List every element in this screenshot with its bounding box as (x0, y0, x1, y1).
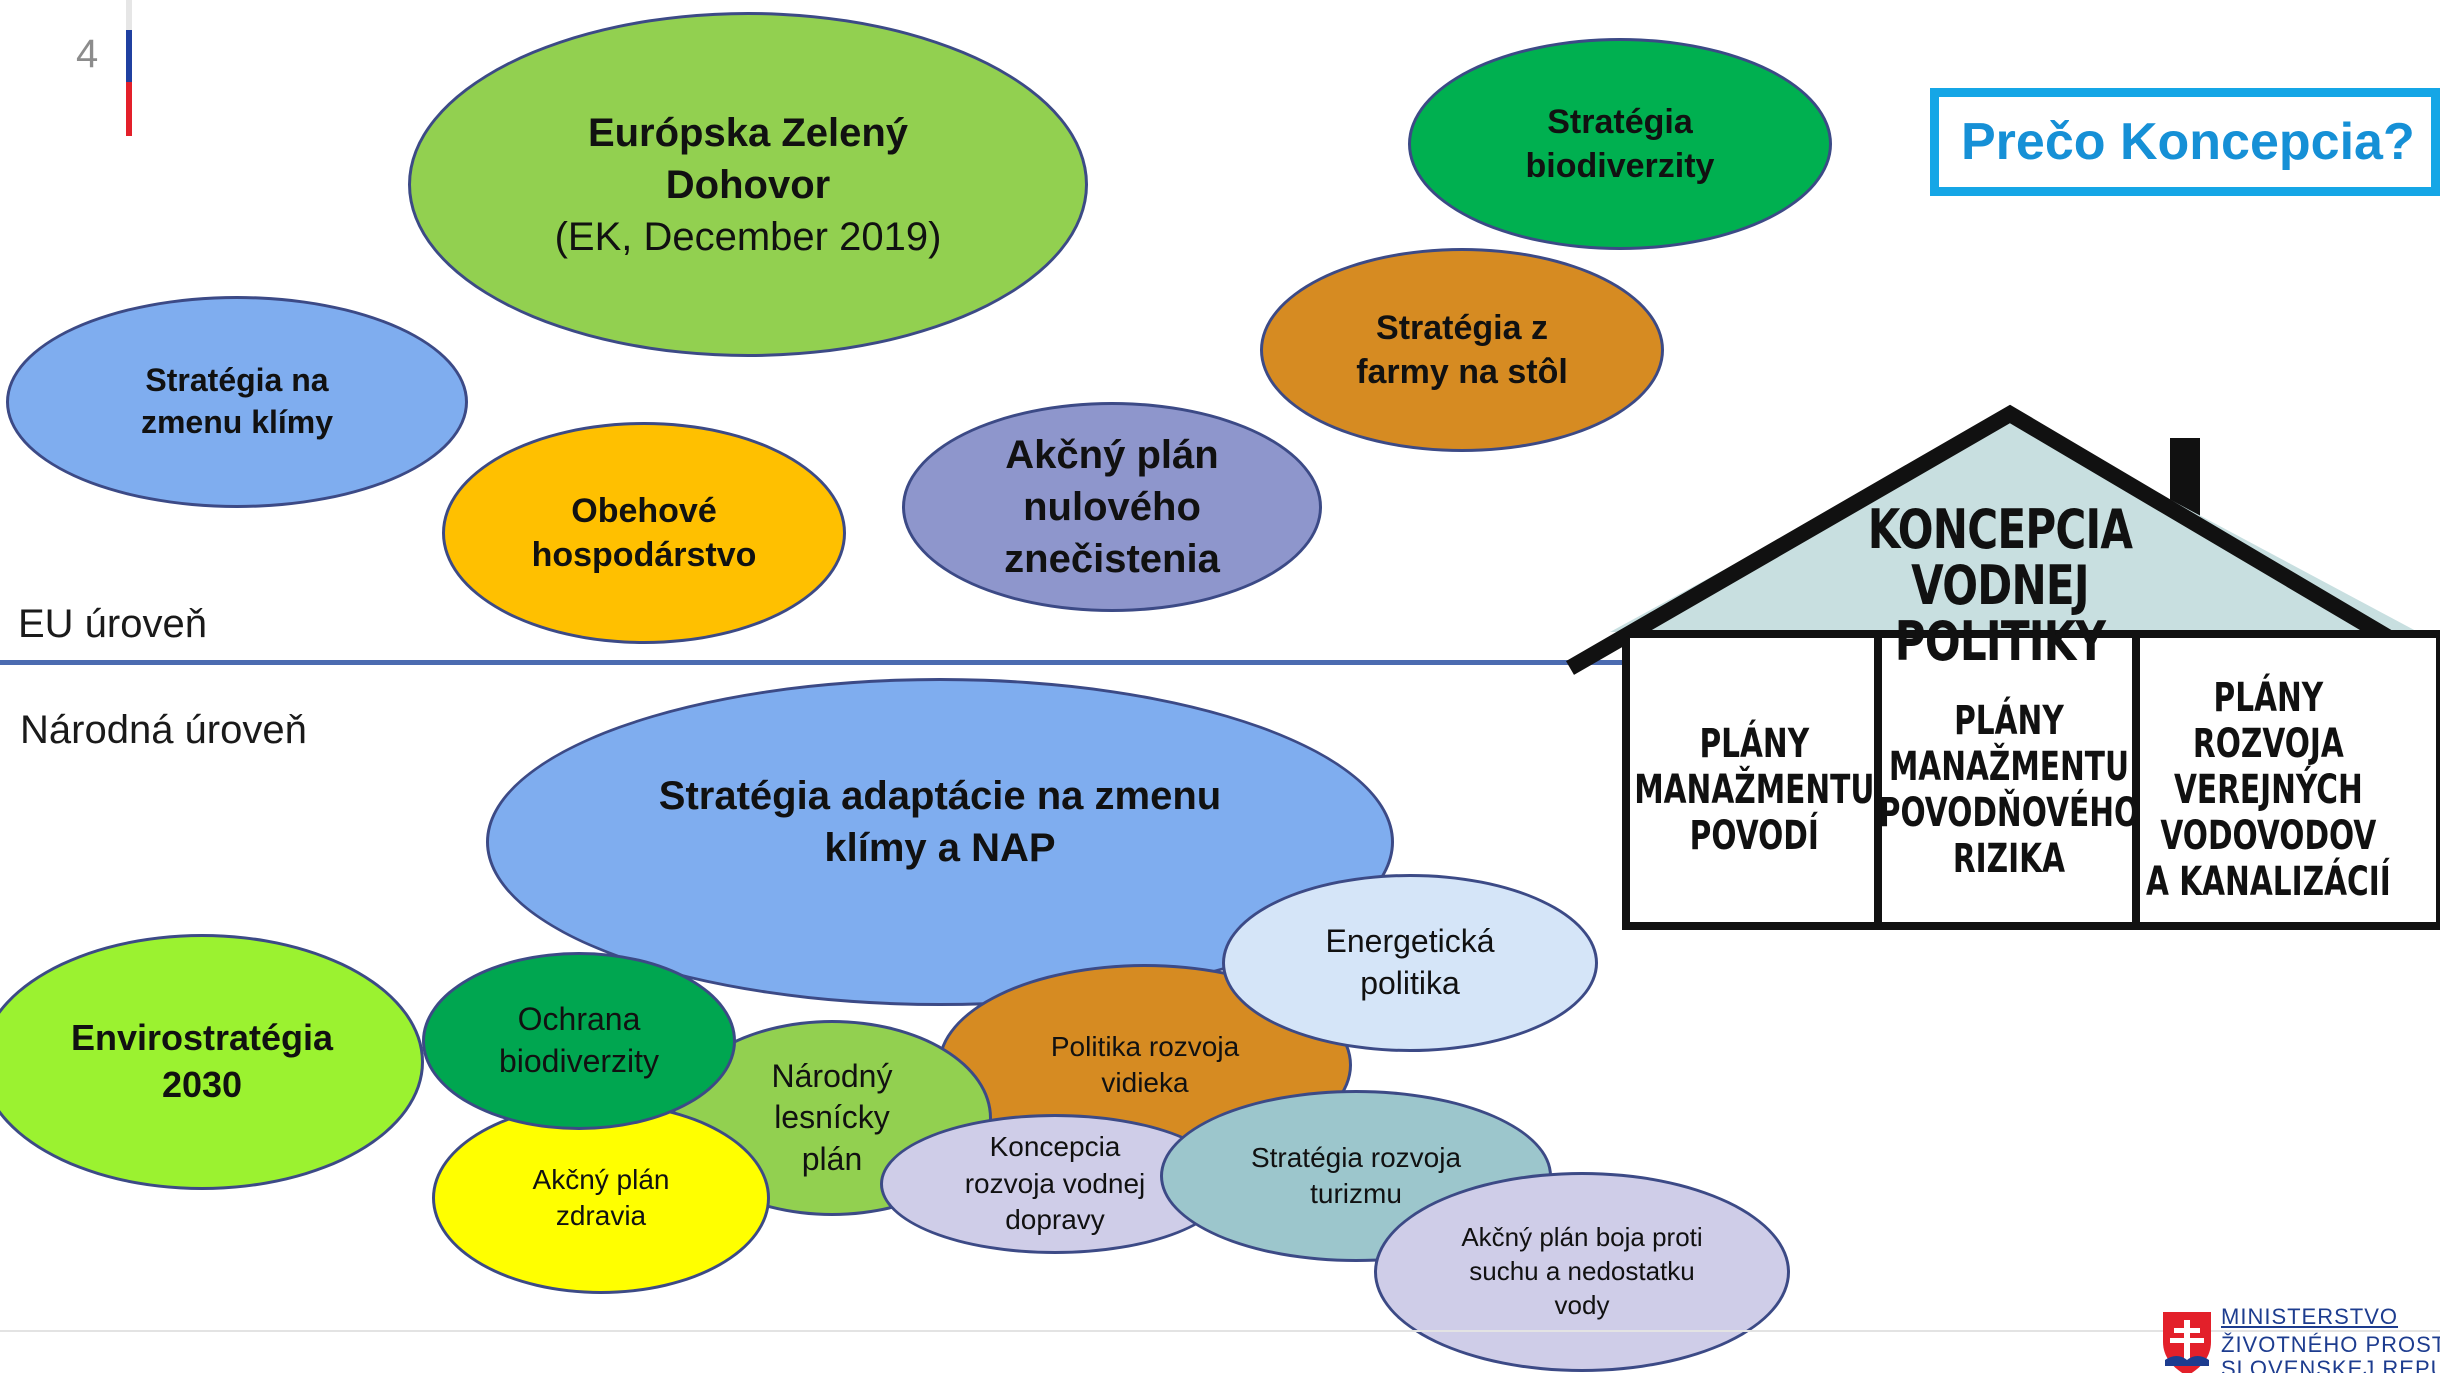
national-level-label: Národná úroveň (20, 708, 307, 752)
biodiversity-strategy-line2: biodiverzity (1525, 147, 1715, 185)
house-title-line2: VODNEJ POLITIKY (1894, 554, 2106, 673)
rural-policy-line1: Politika rozvoja (1050, 1030, 1240, 1062)
forest-plan-line3: plán (801, 1140, 863, 1177)
energy-policy-line1: Energetická (1325, 923, 1495, 960)
footer-rule (0, 1330, 2440, 1332)
house-outline (1566, 404, 2440, 930)
drought-plan-line2: suchu a nedostatku (1469, 1256, 1695, 1287)
bubble-farm-to-fork: Stratégia z farmy na stôl (1260, 248, 1664, 452)
slide-number: 4 (76, 32, 99, 76)
logo-line1: MINISTERSTVO (2221, 1304, 2399, 1329)
bubble-drought-plan: Akčný plán boja proti suchu a nedostatku… (1374, 1172, 1790, 1372)
circular-economy-line1: Obehové (571, 491, 717, 530)
why-concept-box: Prečo Koncepcia? (1930, 88, 2440, 196)
bubble-climate-strategy: Stratégia na zmenu klímy (6, 296, 468, 508)
adaptation-strategy-line1: Stratégia adaptácie na zmenu (658, 774, 1222, 818)
water-transport-line2: rozvoja vodnej (964, 1167, 1146, 1199)
column2-line4: RIZIKA (1952, 836, 2066, 882)
biodiversity-strategy-line1: Stratégia (1547, 102, 1693, 141)
drought-plan-line3: vody (1554, 1289, 1610, 1320)
green-deal-line1: Európska Zelený (587, 110, 909, 155)
zero-pollution-line2: nulového (1023, 485, 1201, 529)
envirostrategy-line2: 2030 (161, 1064, 243, 1105)
column3-line1: PLÁNY (2213, 675, 2323, 721)
column3-line2: ROZVOJA (2192, 721, 2344, 767)
column2-line3: POVODŇOVÉHO (1878, 790, 2140, 836)
house-column-flood-risk: PLÁNY MANAŽMENTU POVODŇOVÉHO RIZIKA (1878, 640, 2140, 940)
column2-line2: MANAŽMENTU (1888, 744, 2130, 790)
eu-level-label: EU úroveň (18, 602, 207, 646)
adaptation-strategy-line2: klímy a NAP (824, 826, 1056, 870)
water-policy-house: KONCEPCIA VODNEJ POLITIKY PLÁNY MANAŽMEN… (1560, 400, 2440, 940)
water-transport-line3: dopravy (1005, 1204, 1105, 1236)
green-deal-line2: Dohovor (665, 162, 831, 207)
column1-line1: PLÁNY (1699, 721, 1809, 767)
circular-economy-line2: hospodárstvo (531, 536, 757, 574)
column2-line1: PLÁNY (1954, 698, 2064, 744)
zero-pollution-line3: znečistenia (1004, 537, 1220, 581)
envirostrategy-line1: Envirostratégia (70, 1017, 334, 1059)
drought-plan-line1: Akčný plán boja proti (1461, 1222, 1703, 1253)
coat-of-arms-icon (2163, 1312, 2211, 1373)
water-transport-line1: Koncepcia (989, 1131, 1121, 1163)
bubble-biodiversity-strategy: Stratégia biodiverzity (1408, 38, 1832, 250)
flag-stripe-red (126, 82, 132, 136)
column3-line3: VEREJNÝCH (2173, 767, 2363, 813)
flag-stripe-blue (126, 30, 132, 82)
bubble-circular-economy: Obehové hospodárstvo (442, 422, 846, 644)
logo-line2: ŽIVOTNÉHO PROSTREDIA (2221, 1332, 2440, 1357)
farm-to-fork-line2: farmy na stôl (1356, 353, 1568, 391)
column1-line3: POVODÍ (1689, 813, 1819, 859)
tourism-strategy-line1: Stratégia rozvoja (1250, 1141, 1462, 1173)
biodiversity-protection-line2: biodiverzity (498, 1043, 660, 1079)
green-deal-line3: (EK, December 2019) (554, 214, 942, 259)
flag-stripe-white (126, 0, 132, 30)
ministry-logo: MINISTERSTVO ŽIVOTNÉHO PROSTREDIA SLOVEN… (2155, 1300, 2440, 1373)
bubble-energy-policy: Energetická politika (1222, 874, 1598, 1052)
house-column-water-supply: PLÁNY ROZVOJA VEREJNÝCH VODOVODOV A KANA… (2140, 640, 2396, 940)
health-plan-line1: Akčný plán (532, 1163, 670, 1195)
bubble-zero-pollution: Akčný plán nulového znečistenia (902, 402, 1322, 612)
climate-strategy-line2: zmenu klímy (140, 404, 334, 440)
bubble-envirostrategy: Envirostratégia 2030 (0, 934, 424, 1190)
house-title-line1: KONCEPCIA (1867, 498, 2133, 561)
forest-plan-line2: lesnícky (774, 1099, 890, 1136)
energy-policy-line2: politika (1360, 965, 1460, 1001)
bubble-green-deal: Európska Zelený Dohovor (EK, December 20… (408, 12, 1088, 357)
bubble-biodiversity-protection: Ochrana biodiverzity (422, 952, 736, 1130)
health-plan-line2: zdravia (555, 1200, 647, 1231)
rural-policy-line2: vidieka (1101, 1067, 1189, 1098)
column1-line2: MANAŽMENTU (1633, 767, 1875, 813)
forest-plan-line1: Národný (771, 1057, 893, 1094)
climate-strategy-line1: Stratégia na (145, 362, 329, 399)
level-divider (0, 660, 1630, 665)
farm-to-fork-line1: Stratégia z (1376, 308, 1548, 347)
tourism-strategy-line2: turizmu (1310, 1178, 1402, 1209)
house-column-river-basins: PLÁNY MANAŽMENTU POVODÍ (1630, 640, 1878, 940)
biodiversity-protection-line1: Ochrana (517, 1001, 641, 1038)
bubble-health-plan: Akčný plán zdravia (432, 1102, 770, 1294)
zero-pollution-line1: Akčný plán (1005, 433, 1219, 477)
column3-line5: A KANALIZÁCIÍ (2145, 859, 2391, 905)
column3-line4: VODOVODOV (2160, 813, 2376, 859)
logo-line3: SLOVENSKEJ REPUBLIKY (2221, 1356, 2440, 1373)
